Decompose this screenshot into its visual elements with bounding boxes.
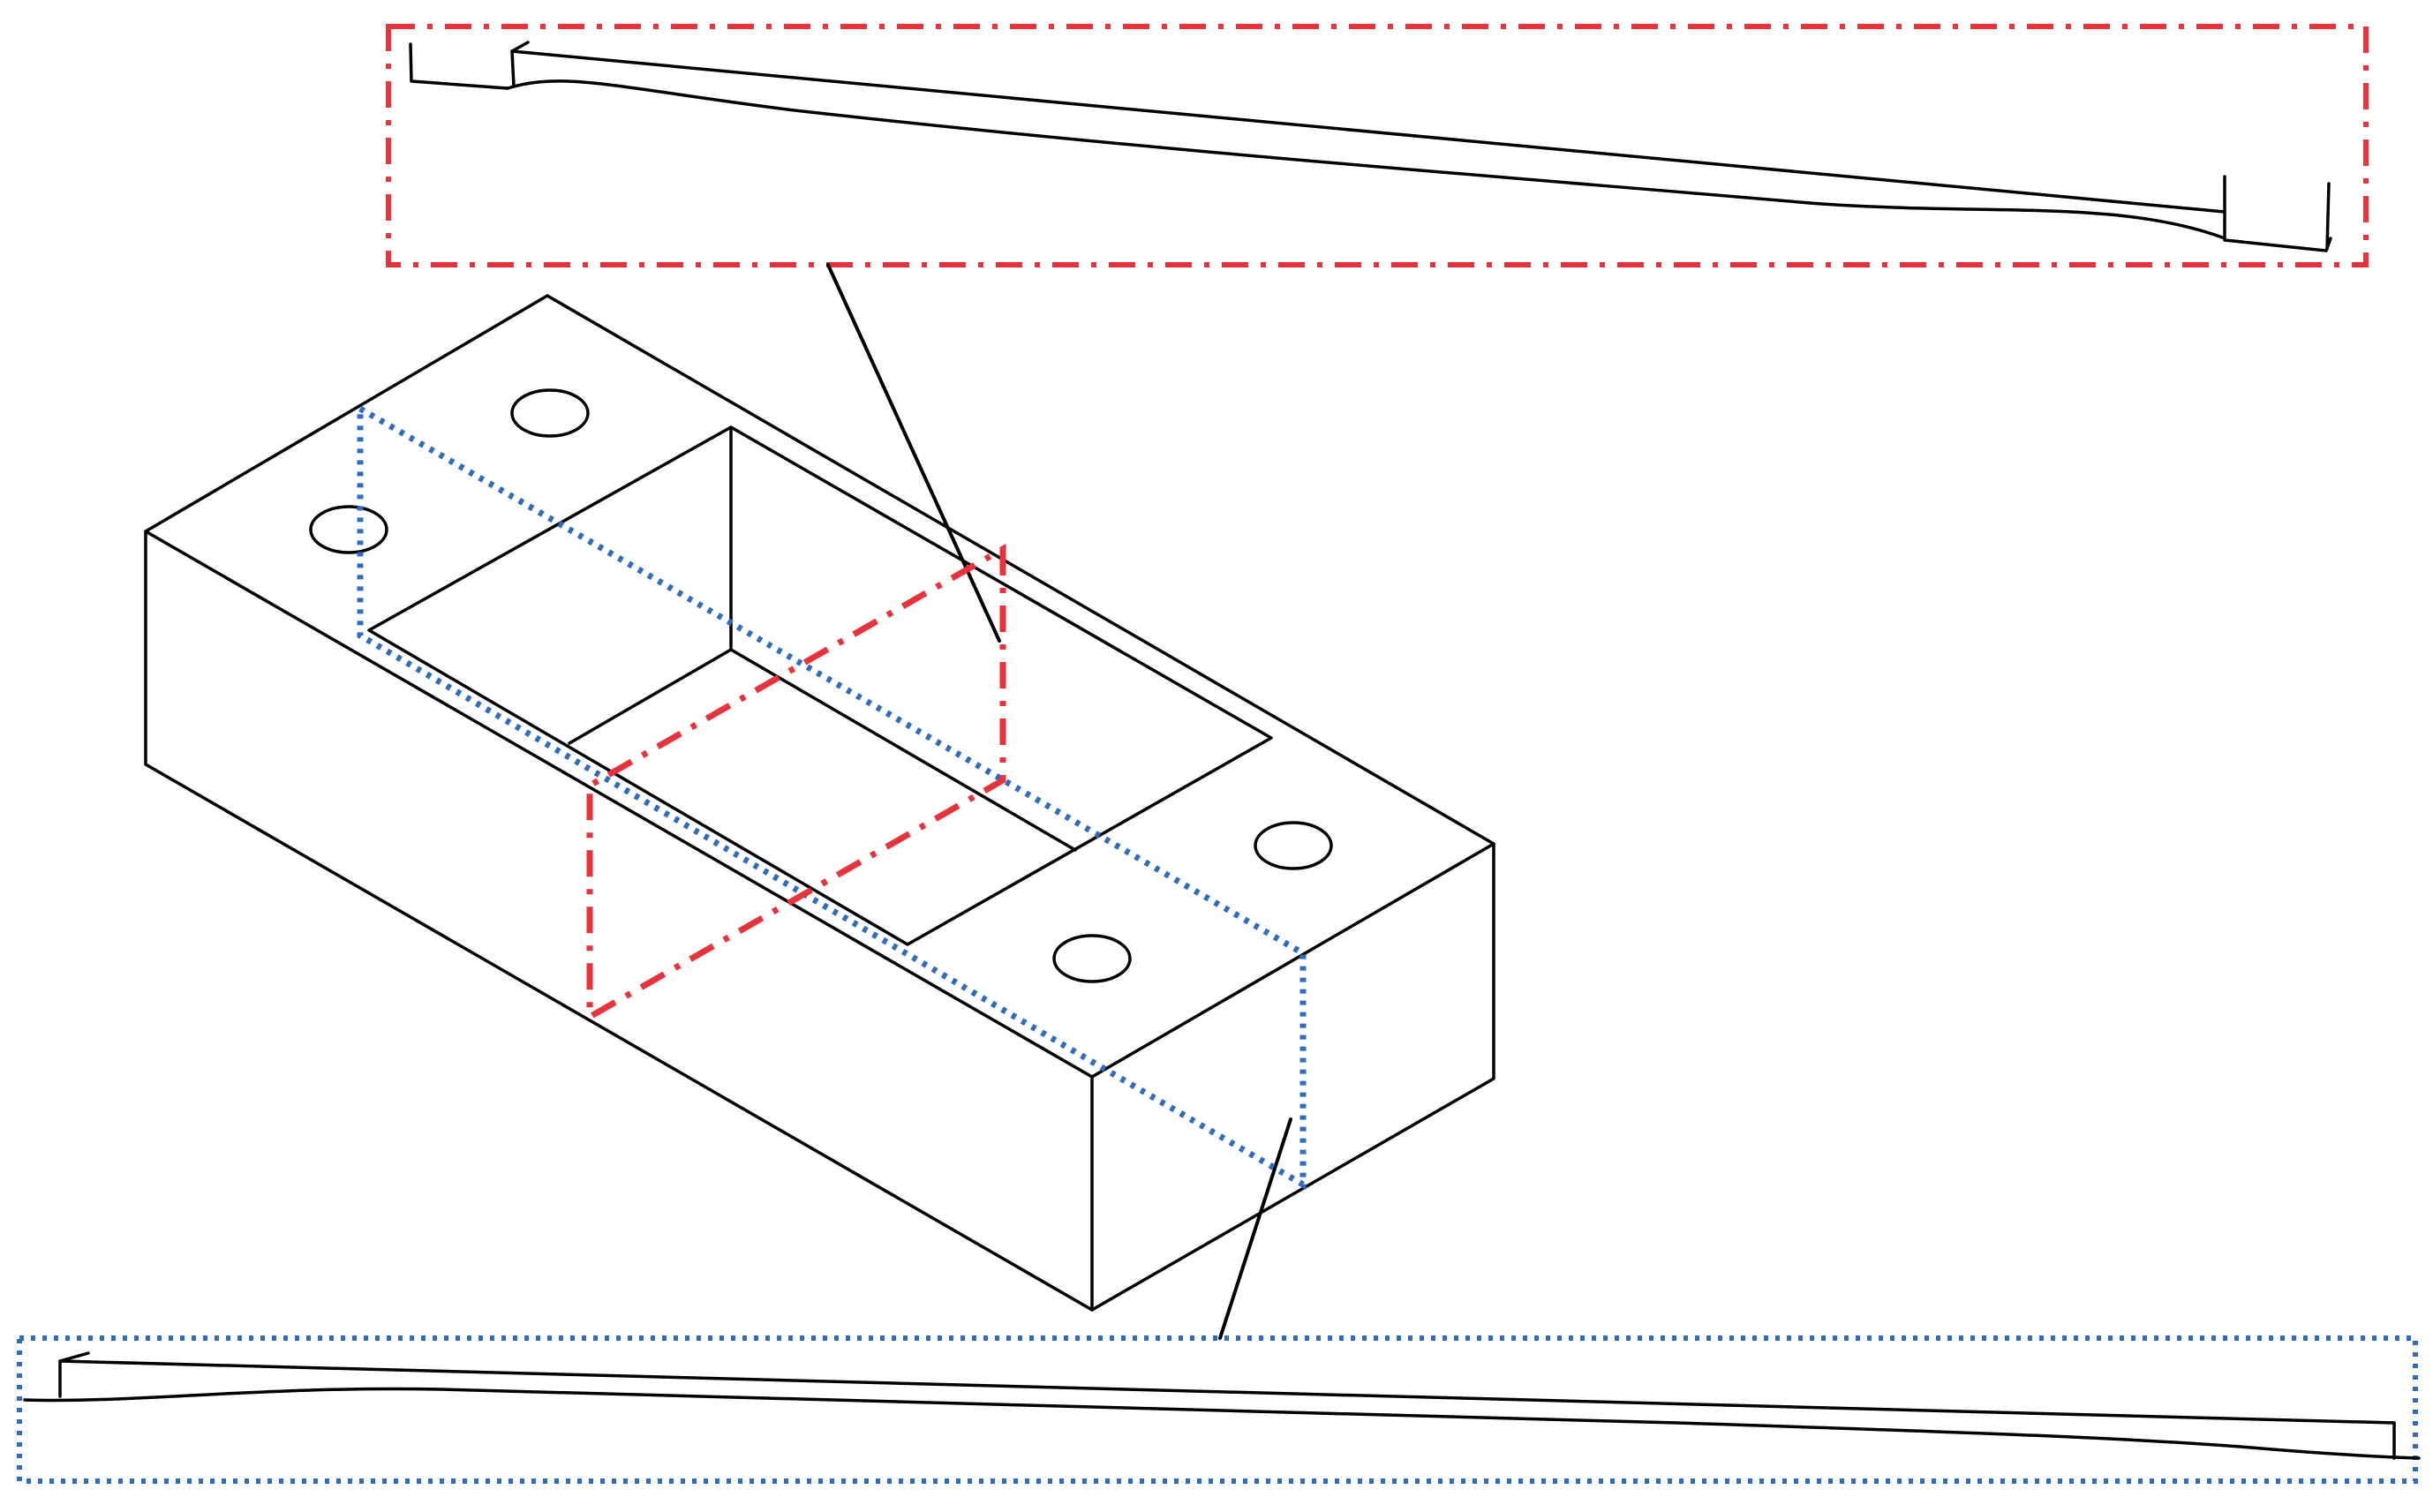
mounting-hole-3 <box>1254 821 1333 870</box>
section-a-profile-right-ticks <box>2223 175 2332 252</box>
section-b-leader-line <box>1218 1117 1292 1340</box>
pocket-outline <box>367 425 1273 946</box>
block-front-right-face <box>1090 842 1495 1312</box>
section-b-profile-lower-edge <box>23 1387 2421 1460</box>
section-a-profile-lower-edge <box>506 79 2226 240</box>
section-a-profile-left-ticks <box>409 41 530 90</box>
section-b-plane <box>357 402 1307 1191</box>
section-a-detail <box>386 24 2369 267</box>
section-a-leader-line <box>826 263 1001 643</box>
section-b-profile-upper-edge <box>58 1359 2396 1425</box>
isometric-block <box>144 294 1495 1312</box>
section-b-detail <box>17 1335 2421 1484</box>
block-top-face <box>144 294 1495 1079</box>
block-front-left-face <box>144 530 1094 1312</box>
section-a-detail-frame <box>386 24 2369 267</box>
mounting-hole-1 <box>510 388 590 438</box>
mounting-hole-4 <box>1052 934 1132 983</box>
mounting-hole-2 <box>309 505 388 554</box>
pocket-inner-back-walls <box>568 425 1077 852</box>
section-a-plane <box>586 543 1006 1023</box>
section-a-profile-upper-edge <box>510 49 2226 214</box>
section-b-profile-end-ticks <box>58 1351 2396 1460</box>
section-b-detail-frame <box>17 1335 2418 1484</box>
